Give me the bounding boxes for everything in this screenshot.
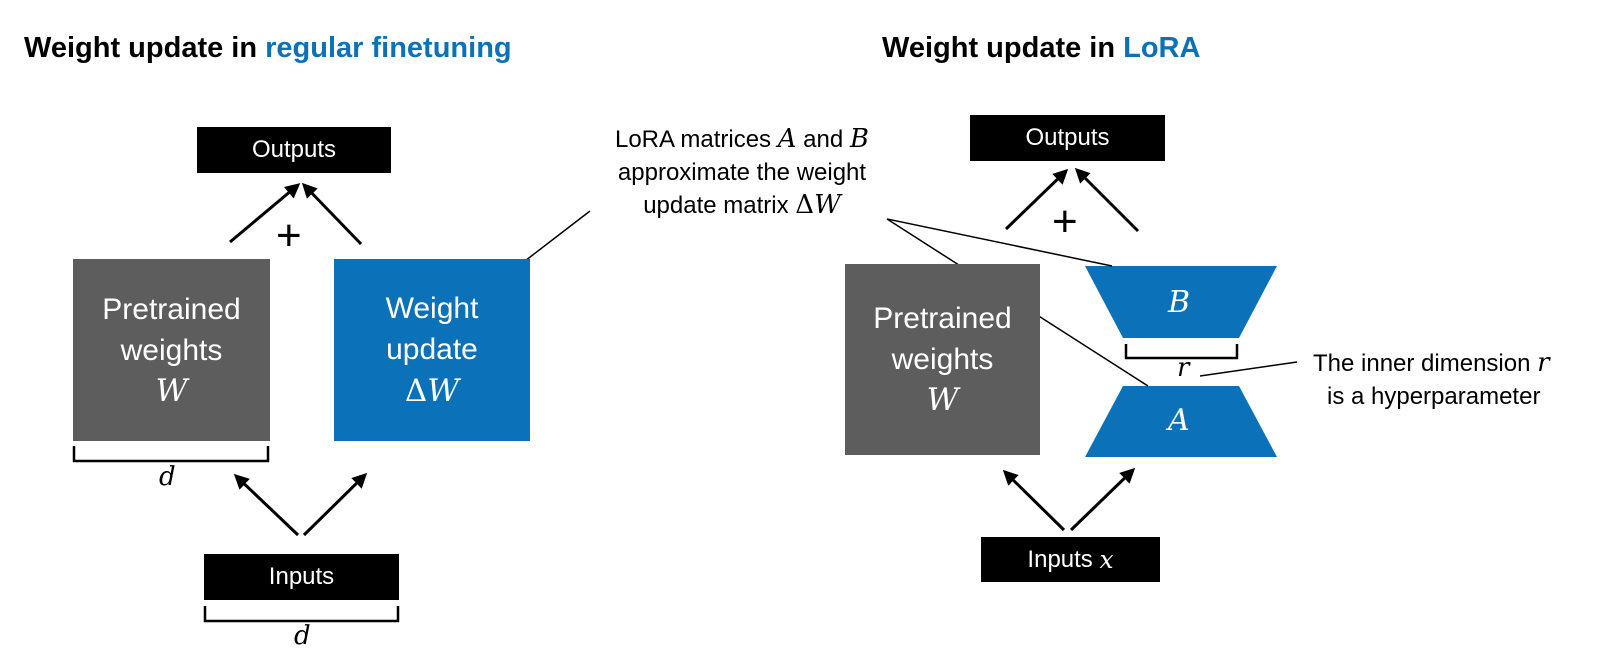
rank-dim-label: r bbox=[1177, 353, 1190, 383]
matrix-b-label: B bbox=[1168, 285, 1191, 320]
lora-note-line2: approximate the weight bbox=[617, 159, 867, 186]
lora-note-a-symbol: A bbox=[777, 124, 797, 154]
lora-matrices-note: LoRA matrices A and B approximate the we… bbox=[583, 123, 901, 222]
left-inputs-dim-label: d bbox=[294, 621, 311, 651]
weight-update-line1: Weight bbox=[385, 292, 479, 325]
right-outputs-label: Outputs bbox=[1025, 124, 1110, 151]
right-pretrained-line2: weights bbox=[891, 343, 994, 376]
right-panel-title: Weight update in LoRA bbox=[882, 32, 1200, 65]
left-weights-dim-label: d bbox=[159, 462, 176, 492]
right-in-arrow-1 bbox=[1002, 469, 1066, 532]
rank-note-line1: The inner dimension r bbox=[1313, 347, 1550, 380]
weight-update-w: W bbox=[427, 373, 460, 409]
right-out-arrow-1 bbox=[1004, 168, 1069, 231]
left-in-arrow-2 bbox=[302, 472, 368, 537]
lora-note-leader-to-b bbox=[886, 218, 1113, 267]
lora-note-line1-mid: and bbox=[796, 126, 850, 153]
lora-note-w-symbol: W bbox=[814, 190, 841, 220]
matrix-b-trapezoid bbox=[1085, 266, 1277, 338]
right-out-arrow-2 bbox=[1074, 167, 1140, 233]
left-inputs-box: Inputs bbox=[204, 554, 399, 600]
right-inputs-label: Inputs bbox=[1027, 545, 1100, 573]
left-title-prefix: Weight update in bbox=[24, 32, 266, 64]
left-panel-title: Weight update in regular finetuning bbox=[24, 32, 512, 65]
right-title-accent: LoRA bbox=[1123, 32, 1201, 64]
lora-note-line3: update matrix ΔW bbox=[583, 189, 901, 222]
right-pretrained-line1: Pretrained bbox=[873, 302, 1012, 335]
left-pretrained-symbol: W bbox=[155, 372, 188, 409]
rank-note-line1-prefix: The inner dimension bbox=[1313, 350, 1538, 377]
left-out-arrow-1 bbox=[229, 183, 301, 244]
left-pretrained-line2: weights bbox=[120, 333, 223, 367]
lora-note-delta-symbol: Δ bbox=[795, 190, 815, 220]
lora-note-line3-prefix: update matrix bbox=[643, 192, 796, 219]
left-out-arrow-2 bbox=[301, 182, 363, 246]
weight-update-delta: Δ bbox=[404, 373, 428, 409]
matrix-a-trapezoid bbox=[1085, 386, 1277, 457]
left-weights-bracket bbox=[72, 446, 270, 463]
right-in-arrow-2 bbox=[1069, 467, 1136, 532]
lora-note-line1-prefix: LoRA matrices bbox=[614, 126, 778, 153]
left-pretrained-line1: Pretrained bbox=[102, 292, 241, 326]
left-outputs-label: Outputs bbox=[251, 136, 337, 163]
left-pretrained-weights-box: Pretrained weights W bbox=[73, 259, 270, 441]
rank-bracket bbox=[1124, 344, 1239, 360]
right-inputs-box: Inputs x bbox=[981, 537, 1160, 582]
matrix-a-label: A bbox=[1168, 403, 1190, 438]
right-plus-sign: + bbox=[1052, 197, 1078, 246]
rank-note-leader bbox=[1199, 361, 1298, 377]
weight-update-line2: update bbox=[386, 333, 478, 366]
left-outputs-box: Outputs bbox=[197, 127, 391, 173]
left-inputs-label: Inputs bbox=[268, 563, 335, 590]
rank-note-line2: is a hyperparameter bbox=[1327, 383, 1541, 410]
lora-note-line1: LoRA matrices A and B bbox=[583, 123, 901, 156]
lora-note-b-symbol: B bbox=[849, 124, 869, 154]
left-title-accent: regular finetuning bbox=[265, 32, 512, 64]
left-inputs-bracket bbox=[203, 606, 400, 623]
right-outputs-box: Outputs bbox=[970, 115, 1165, 161]
inner-dimension-note: The inner dimension r is a hyperparamete… bbox=[1313, 347, 1550, 413]
right-pretrained-symbol: W bbox=[926, 382, 959, 418]
rank-note-r-symbol: r bbox=[1537, 348, 1550, 378]
weight-update-symbol: ΔW bbox=[405, 370, 459, 412]
right-inputs-x-symbol: x bbox=[1099, 545, 1114, 574]
right-pretrained-weights-box: Pretrained weights W bbox=[845, 264, 1040, 455]
left-plus-sign: + bbox=[276, 211, 302, 260]
left-in-arrow-1 bbox=[233, 473, 300, 537]
right-title-prefix: Weight update in bbox=[882, 32, 1124, 64]
lora-note-leader-to-delta-w bbox=[520, 210, 591, 265]
weight-update-box: Weight update ΔW bbox=[334, 259, 530, 441]
